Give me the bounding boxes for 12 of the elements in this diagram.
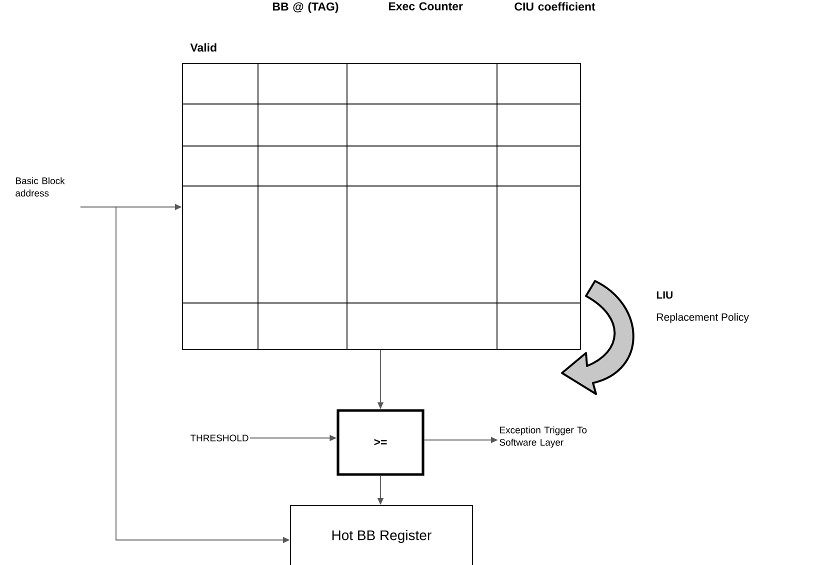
annotation-text: Replacement Policy xyxy=(657,313,749,323)
node-label: CIU coefficient xyxy=(514,2,596,11)
input-label: Basic Block address xyxy=(16,177,65,197)
node-label: Exec Counter xyxy=(388,2,463,10)
table: Valid BB @ (TAG) Exec Counter CIU coefficient xyxy=(182,2,596,350)
register-box: Hot BB Register xyxy=(290,505,473,565)
output-label: Exception Trigger To Software Layer xyxy=(500,426,587,448)
node-label: BB @ (TAG) xyxy=(272,2,338,13)
annotation-text: LIU xyxy=(656,291,672,299)
comparator-box: >= xyxy=(336,409,424,476)
input-label: THRESHOLD xyxy=(190,434,248,442)
node-label: Valid xyxy=(190,43,216,52)
